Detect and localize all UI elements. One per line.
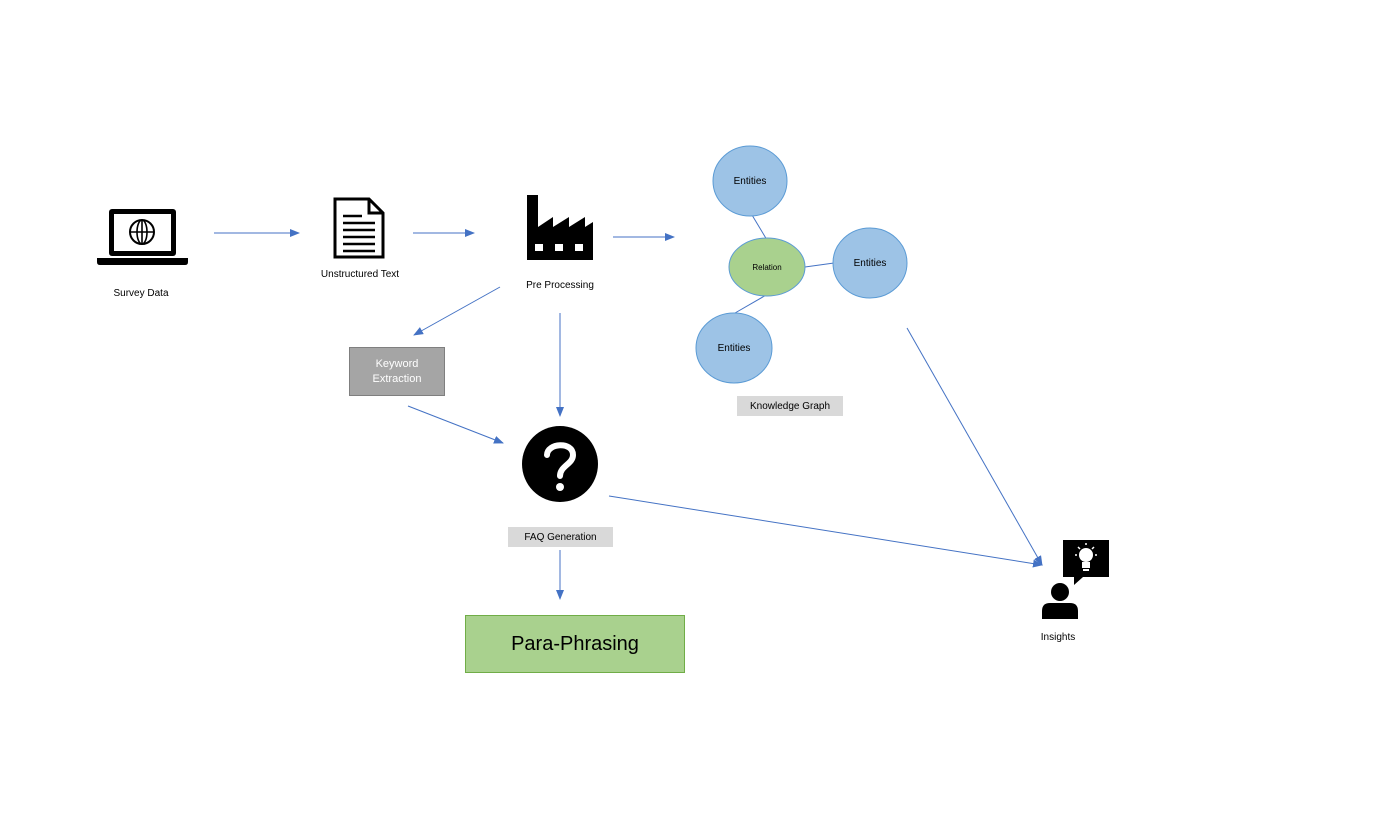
knowledge-graph-tag: Knowledge Graph [737,396,843,416]
unstructured-text-label: Unstructured Text [320,269,400,280]
survey-data-label: Survey Data [113,288,169,299]
arrow-preprocessing-to-keyword [413,286,501,336]
para-phrasing-box: Para-Phrasing [465,615,685,673]
pre-processing-label: Pre Processing [526,280,594,291]
graph-edge-right [804,262,835,268]
person-idea-icon [1042,540,1109,619]
graph-edge-bottom [734,293,769,314]
arrow-keyword-to-faq [407,405,504,444]
keyword-extraction-box: Keyword Extraction [349,347,445,396]
keyword-extraction-line1: Keyword [375,357,419,370]
entity-right-label: Entities [853,257,887,269]
document-icon [333,197,385,259]
keyword-extraction-line2: Extraction [372,372,422,385]
factory-icon [527,195,593,260]
entity-node-bottom [695,312,773,384]
entity-node-right [832,227,908,299]
relation-node [728,237,806,297]
question-mark-icon [522,426,598,502]
faq-generation-tag: FAQ Generation [508,527,613,547]
insights-label: Insights [1040,632,1076,643]
graph-edge-top [751,214,768,241]
laptop-globe-icon [97,209,188,265]
arrow-graph-to-insights [906,327,1043,566]
entity-node-top [712,145,788,217]
relation-label: Relation [752,262,782,272]
entity-bottom-label: Entities [717,342,751,354]
entity-top-label: Entities [733,175,767,187]
arrow-faq-to-insights [608,495,1043,568]
